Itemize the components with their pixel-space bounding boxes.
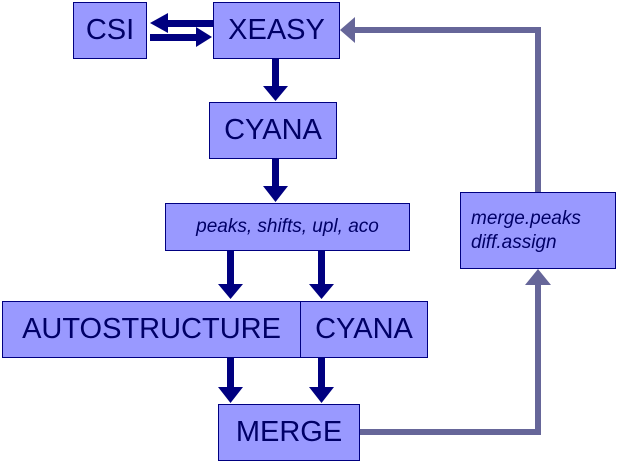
node-cyana-top: CYANA xyxy=(209,102,337,159)
arrow-files-to-autostructure xyxy=(218,250,243,299)
node-autostructure: AUTOSTRUCTURE xyxy=(2,301,301,358)
node-feedback: merge.peaks diff.assign xyxy=(460,192,616,269)
node-xeasy: XEASY xyxy=(213,2,340,59)
node-feedback-line2: diff.assign xyxy=(471,231,557,253)
node-merge-label: MERGE xyxy=(235,416,343,448)
node-cyana-top-label: CYANA xyxy=(224,114,322,146)
node-files: peaks, shifts, upl, aco xyxy=(165,203,410,251)
node-csi-label: CSI xyxy=(85,14,135,46)
arrow-cyana-to-merge xyxy=(309,357,334,403)
arrow-merge-to-feedback xyxy=(359,269,551,435)
arrow-files-to-cyana xyxy=(309,250,334,299)
node-csi: CSI xyxy=(73,2,147,59)
node-xeasy-label: XEASY xyxy=(228,14,325,46)
node-merge: MERGE xyxy=(218,404,360,461)
node-autostructure-label: AUTOSTRUCTURE xyxy=(22,313,281,345)
node-cyana-bottom: CYANA xyxy=(300,301,428,358)
node-cyana-bottom-label: CYANA xyxy=(315,313,413,345)
arrow-xeasy-to-csi xyxy=(150,13,213,33)
arrow-cyana-to-files xyxy=(263,158,288,202)
arrow-xeasy-to-cyana xyxy=(263,58,288,101)
arrow-autostructure-to-merge xyxy=(218,357,243,403)
node-feedback-line1: merge.peaks xyxy=(471,207,581,229)
arrow-csi-to-xeasy xyxy=(150,27,212,47)
arrow-feedback-to-xeasy xyxy=(340,17,541,192)
node-files-label: peaks, shifts, upl, aco xyxy=(196,216,379,237)
